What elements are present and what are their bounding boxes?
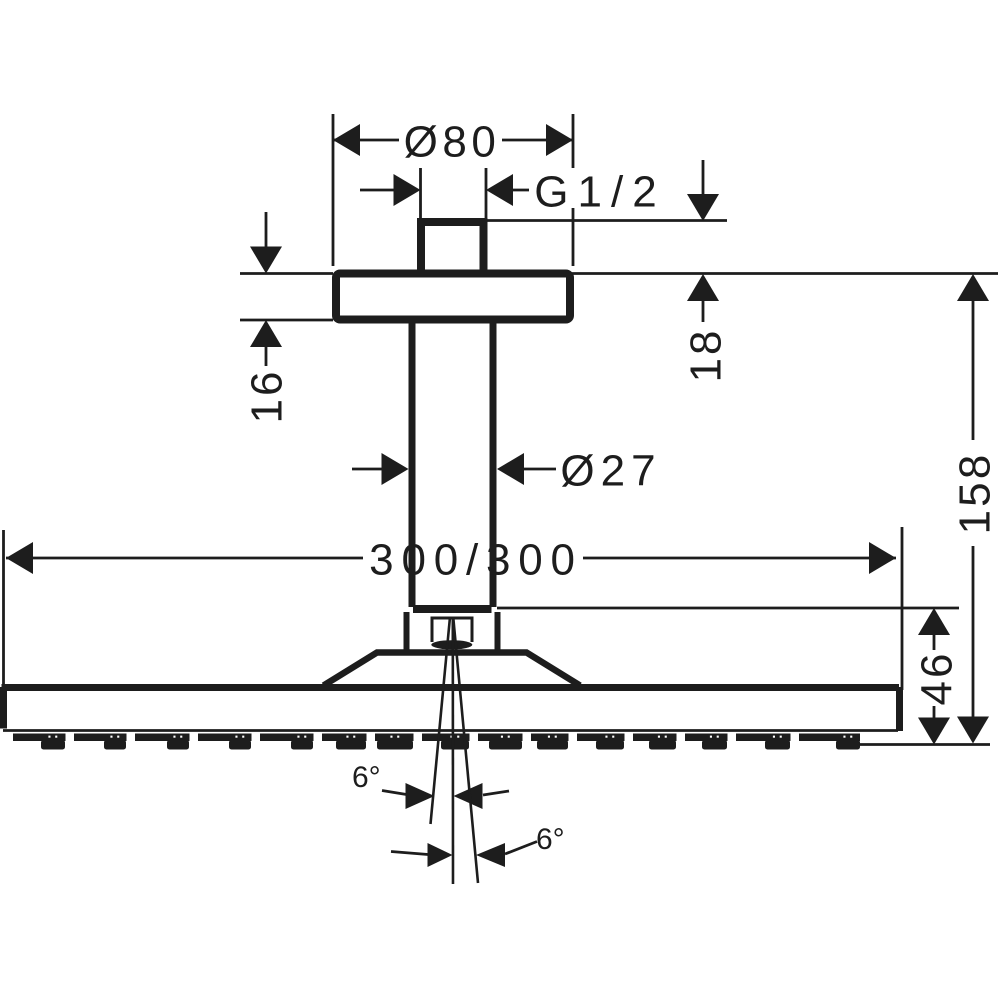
- svg-text:Ø80: Ø80: [404, 118, 501, 167]
- svg-text:6°: 6°: [536, 823, 565, 856]
- svg-text:6°: 6°: [352, 761, 381, 794]
- svg-text:G1/2: G1/2: [534, 168, 665, 217]
- svg-text:46: 46: [913, 651, 962, 706]
- svg-text:300/300: 300/300: [369, 536, 583, 585]
- svg-text:16: 16: [243, 369, 292, 424]
- svg-text:158: 158: [951, 451, 1000, 534]
- svg-text:18: 18: [682, 328, 731, 383]
- svg-text:Ø27: Ø27: [560, 447, 661, 496]
